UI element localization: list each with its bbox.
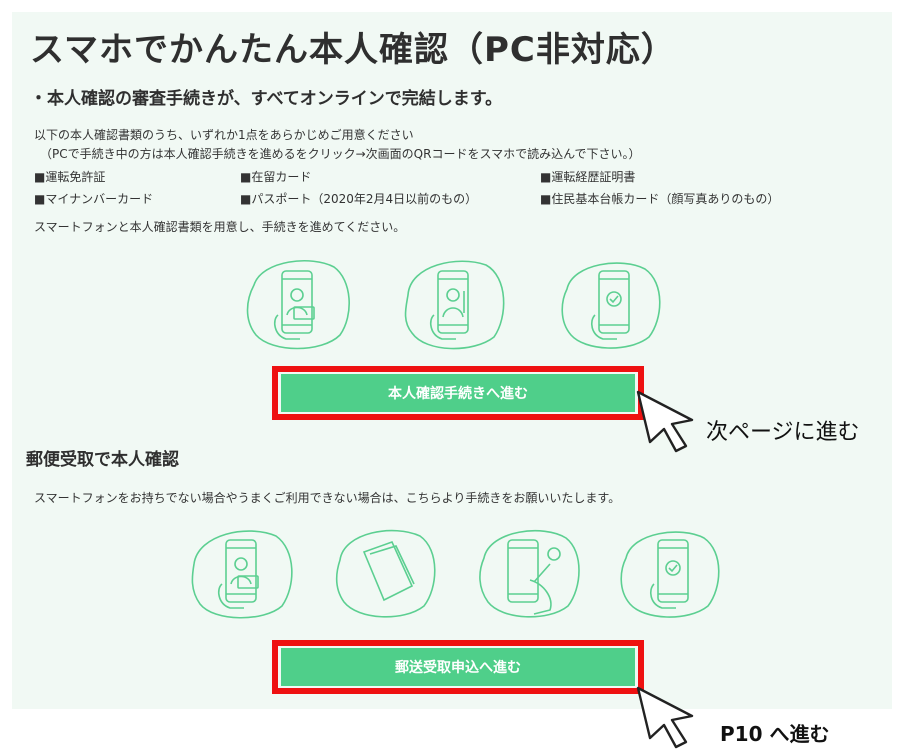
mouse-cursor-icon [634, 388, 698, 454]
mouse-cursor-icon [634, 684, 698, 750]
document-item: ■パスポート（2020年2月4日以前のもの） [240, 192, 478, 206]
phone-id-card-icon [186, 524, 298, 622]
mail-description: スマートフォンをお持ちでない場合やうまくご利用できない場合は、こちらより手続きを… [34, 491, 621, 505]
mail-document-icon [330, 524, 442, 622]
phone-touch-icon [474, 524, 586, 622]
phone-check-icon [614, 524, 726, 622]
document-item: ■在留カード [240, 170, 312, 184]
page-subtitle: ・本人確認の審査手続きが、すべてオンラインで完結します。 [30, 89, 503, 109]
phone-check-icon [555, 255, 667, 353]
document-item: ■住民基本台帳カード（顔写真ありのもの） [540, 192, 780, 206]
next-page-annotation: 次ページに進む [706, 420, 860, 445]
document-item: ■運転免許証 [34, 170, 106, 184]
highlight-frame [272, 640, 644, 694]
document-item: ■運転経歴証明書 [540, 170, 636, 184]
intro-line-2: （PCで手続き中の方は本人確認手続きを進めるをクリック→次画面のQRコードをスマ… [40, 147, 641, 161]
page-title: スマホでかんたん本人確認（PC非対応） [30, 30, 676, 70]
instruction-text: スマートフォンと本人確認書類を用意し、手続きを進めてください。 [34, 220, 406, 234]
intro-line-1: 以下の本人確認書類のうち、いずれか1点をあらかじめご用意ください [34, 128, 414, 142]
document-item: ■マイナンバーカード [34, 192, 154, 206]
mail-application-button[interactable]: 郵送受取申込へ進む [281, 648, 635, 686]
main-panel [12, 12, 892, 709]
phone-id-card-icon [242, 255, 354, 353]
start-identity-verification-button[interactable]: 本人確認手続きへ進む [281, 374, 635, 412]
p10-annotation: P10 へ進む [720, 722, 830, 746]
phone-selfie-icon [398, 255, 510, 353]
mail-section-title: 郵便受取で本人確認 [26, 450, 179, 470]
